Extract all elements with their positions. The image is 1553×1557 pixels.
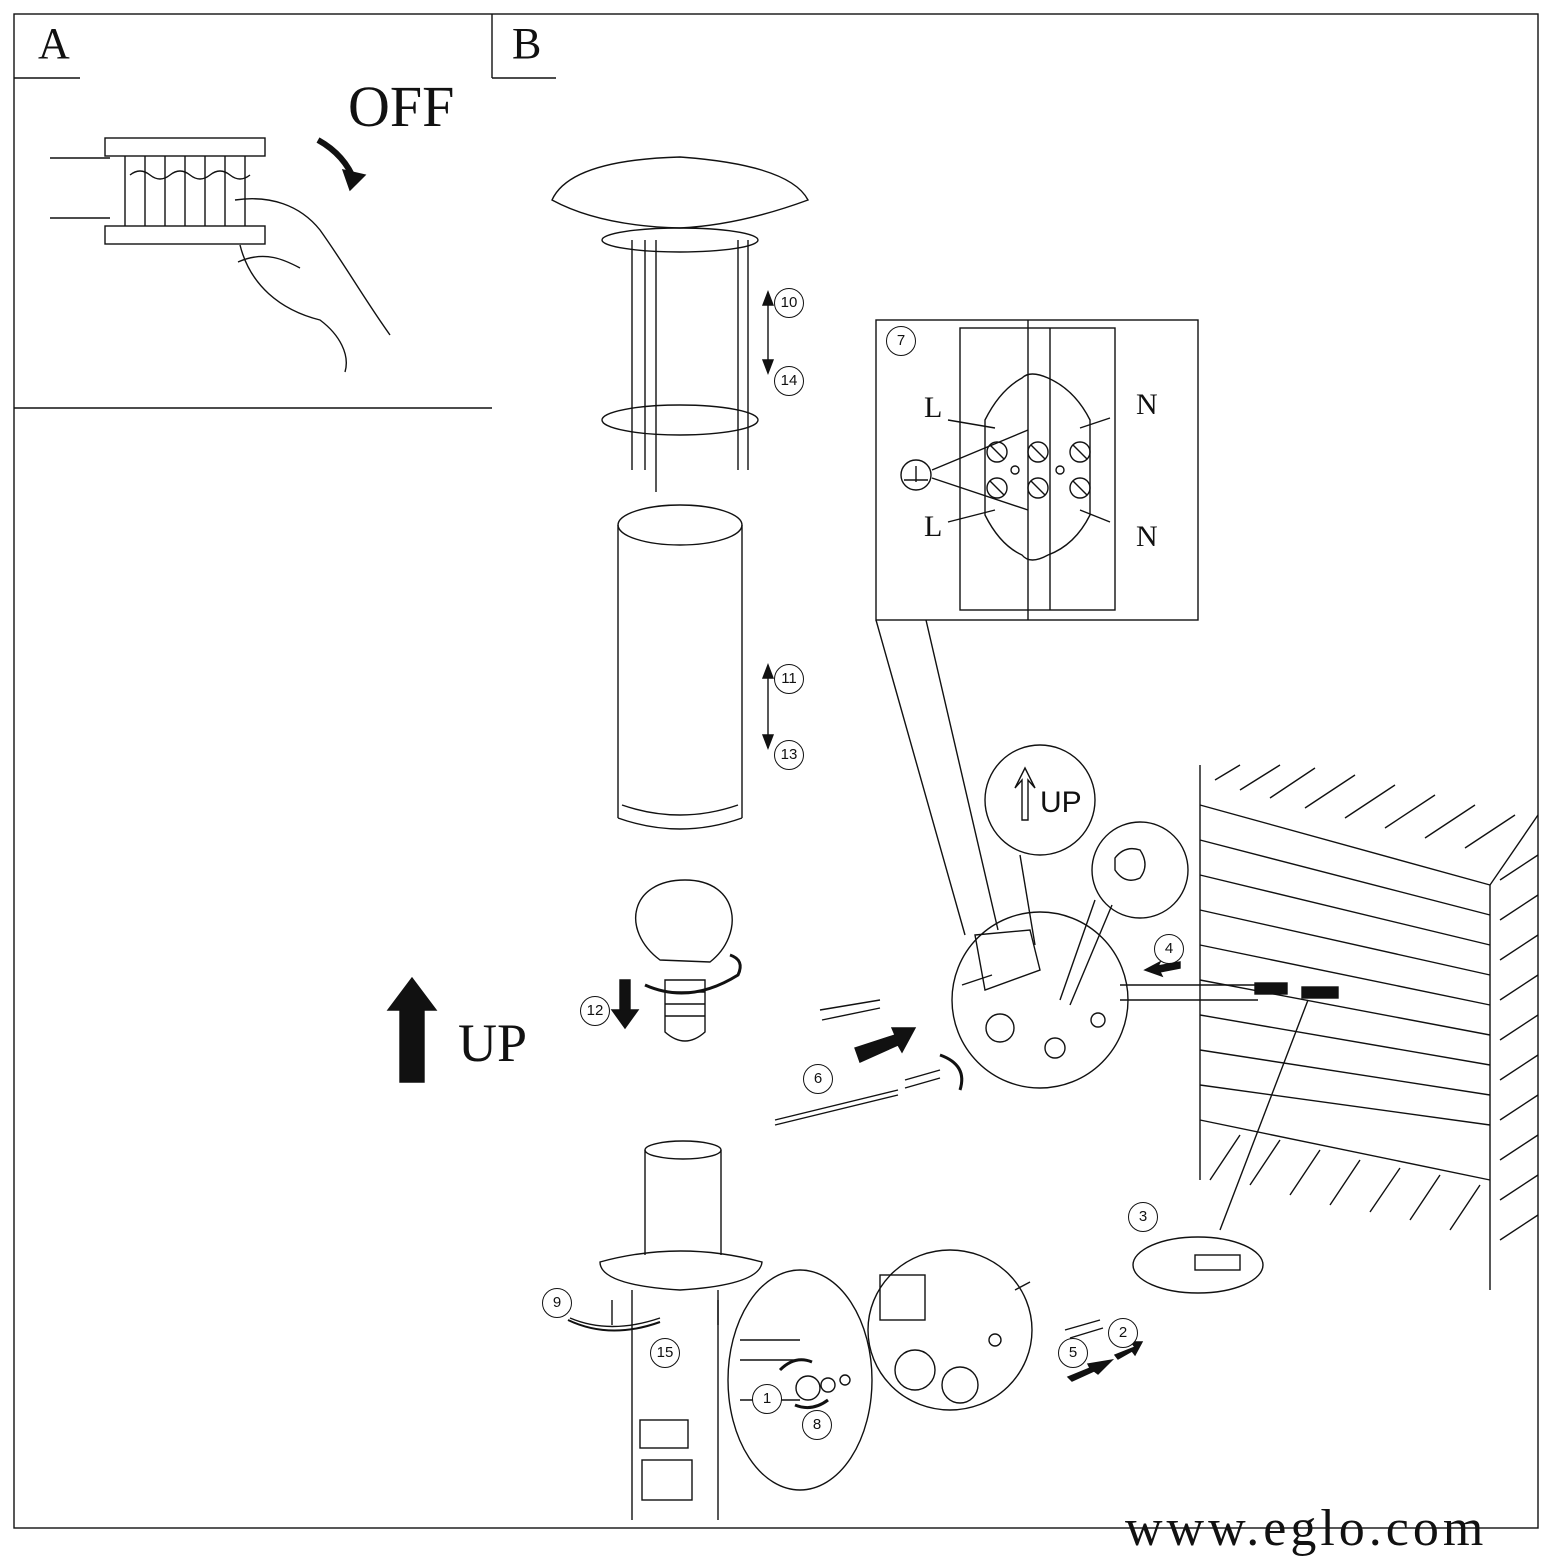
step-9-badge: 9 [542,1288,572,1318]
hand-sketch [234,198,391,373]
live-label-top: L [924,391,943,424]
step-13-badge: 13 [774,740,804,770]
website-url: www.eglo.com [1125,1500,1488,1557]
mounting-plate [727,1269,873,1491]
step-7-badge: 7 [886,326,916,356]
outer-frame [13,13,1539,1529]
drill-icon [1132,1236,1264,1294]
up-arrow-icon [386,976,438,1083]
off-label: OFF [348,74,455,139]
box-up-label: UP [1040,786,1082,819]
panel-a-label: A [38,19,70,68]
brick-wall [1199,764,1539,1290]
circuit-breaker-panel [50,137,391,373]
live-label-bottom: L [924,510,943,543]
step-5-badge: 5 [1058,1338,1088,1368]
up-label: UP [458,1013,528,1073]
panel-b-label: B [512,19,542,68]
step-6-badge: 6 [803,1064,833,1094]
step-11-badge: 11 [774,664,804,694]
step-2-badge: 2 [1108,1318,1138,1348]
step-15-badge: 15 [650,1338,680,1368]
step-8-badge: 8 [802,1410,832,1440]
step-1-badge: 1 [752,1384,782,1414]
junction-box-lower [867,1249,1033,1411]
step-12-badge: 12 [580,996,610,1026]
light-bulb [635,879,742,1042]
lamp-base [569,1140,763,1520]
diffuser-cylinder [617,504,743,830]
terminal-block [959,320,1116,620]
step-4-badge: 4 [1154,934,1184,964]
step-3-badge: 3 [1128,1202,1158,1232]
wiring-inset [875,319,1199,621]
connector-callout [1091,821,1189,919]
step-14-badge: 14 [774,366,804,396]
up-callout [984,744,1096,856]
neutral-label-top: N [1136,388,1158,421]
ground-icon [900,459,932,491]
junction-box-upper [951,911,1258,1089]
screw-icon [1064,1319,1104,1339]
step-10-badge: 10 [774,288,804,318]
panel-a-frame [14,14,493,409]
lamp-hood [551,156,809,492]
neutral-label-bottom: N [1136,520,1158,553]
